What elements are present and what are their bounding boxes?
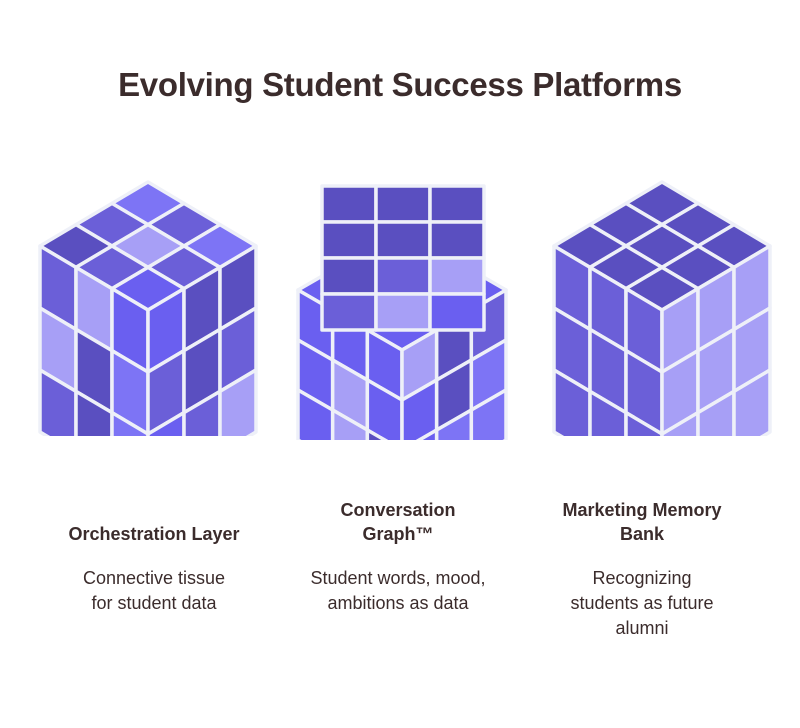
item-heading: Conversation Graph™	[340, 500, 456, 544]
item-description: Connective tissue for student data	[82, 568, 226, 613]
stacked-cube-icon	[286, 180, 518, 440]
page-title: Evolving Student Success Platforms	[118, 66, 682, 103]
item-description: Student words, mood, ambitions as data	[310, 568, 486, 613]
item-heading: Orchestration Layer	[68, 524, 240, 544]
item-description: Recognizing students as future alumni	[570, 568, 714, 638]
item-marketing-memory-bank: Marketing Memory Bank Recognizing studen…	[522, 498, 762, 641]
item-orchestration-layer: Orchestration Layer Connective tissue fo…	[34, 498, 274, 616]
rubiks-cube-icon	[542, 176, 774, 436]
item-heading: Marketing Memory Bank	[562, 500, 722, 544]
rubiks-cube-icon	[34, 176, 266, 436]
item-conversation-graph: Conversation Graph™ Student words, mood,…	[278, 498, 518, 616]
